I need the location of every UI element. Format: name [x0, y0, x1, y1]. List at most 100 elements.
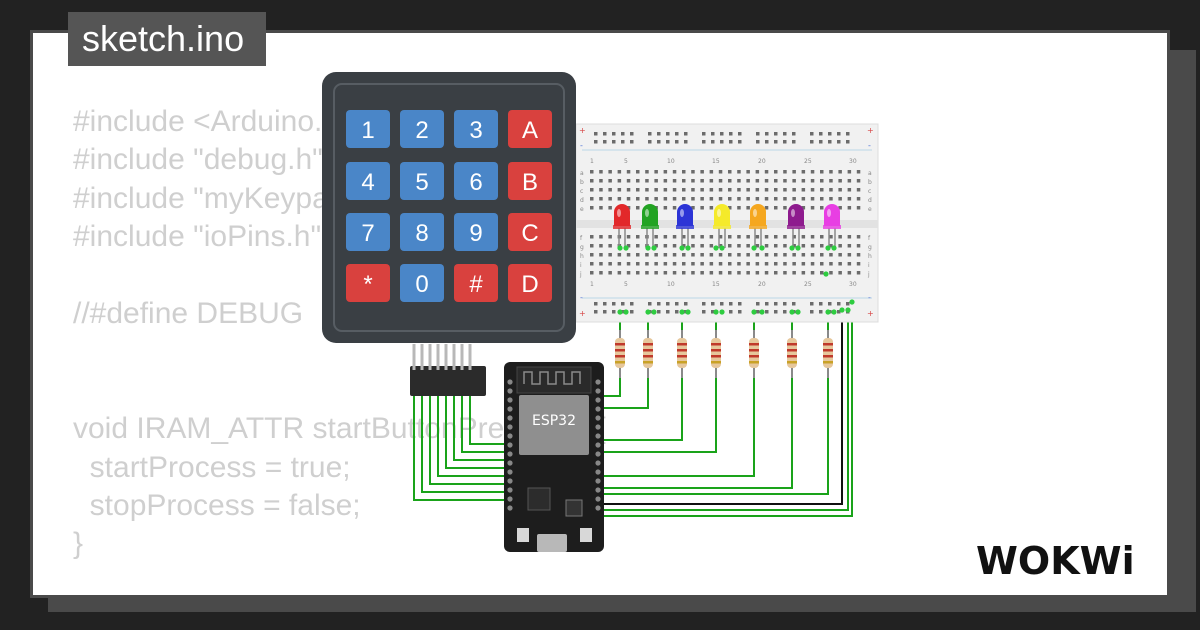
- led: [641, 204, 659, 248]
- wire-endpoint: [679, 309, 685, 315]
- keypad-key[interactable]: A: [508, 110, 552, 148]
- resistor: [615, 330, 625, 378]
- keypad-key[interactable]: 5: [400, 162, 444, 200]
- wire: [600, 380, 829, 495]
- keypad-key[interactable]: *: [346, 264, 390, 302]
- rail-minus-label: -: [580, 141, 583, 150]
- header-pin: [444, 344, 448, 370]
- wokwi-logo: WOKWi: [976, 539, 1135, 583]
- keypad-key[interactable]: 1: [346, 110, 390, 148]
- col-number: 10: [667, 158, 675, 165]
- esp32-board: ESP32: [504, 362, 604, 552]
- wire-endpoint: [751, 309, 757, 315]
- esp32-pin: [595, 487, 601, 493]
- col-number: 1: [590, 281, 594, 288]
- esp32-pin: [595, 451, 601, 457]
- wire: [445, 396, 510, 469]
- wire-endpoints: [617, 245, 855, 315]
- wire-endpoint: [751, 245, 757, 251]
- led: [676, 204, 694, 248]
- keypad-key[interactable]: C: [508, 213, 552, 251]
- breadboard-labels: 1 5 10 15 20 25 30 1 5 10 15 20 25 30 a …: [579, 158, 872, 288]
- header-pin: [428, 344, 432, 370]
- rail-minus-label: -: [868, 293, 871, 302]
- reset-button[interactable]: [580, 528, 592, 542]
- keypad-key[interactable]: B: [508, 162, 552, 200]
- boot-button[interactable]: [517, 528, 529, 542]
- col-number: 10: [667, 281, 675, 288]
- antenna-trace: [523, 371, 581, 385]
- esp32-chip-label: ESP32: [532, 413, 576, 429]
- wire-endpoint: [617, 245, 623, 251]
- rail-minus-label: -: [868, 141, 871, 150]
- row-letter: d: [868, 197, 872, 204]
- code-line: }: [73, 527, 84, 561]
- pin-header-body: [410, 366, 486, 396]
- code-line: #include "ioPins.h": [73, 220, 322, 254]
- col-number: 20: [758, 281, 766, 288]
- wire: [600, 380, 621, 397]
- header-pin: [460, 344, 464, 370]
- row-letter: b: [868, 179, 872, 186]
- code-line: stopProcess = false;: [73, 488, 361, 522]
- keypad-key[interactable]: 0: [400, 264, 444, 302]
- file-tab[interactable]: sketch.ino: [68, 12, 267, 66]
- rail-minus-label: -: [580, 293, 583, 302]
- row-letter: i: [868, 262, 870, 269]
- keypad-key[interactable]: 8: [400, 213, 444, 251]
- wire-endpoint: [825, 309, 831, 315]
- col-number: 1: [590, 158, 594, 165]
- wire-endpoint: [789, 309, 795, 315]
- wire-endpoint: [789, 245, 795, 251]
- esp32-pin: [507, 505, 513, 511]
- keypad-key[interactable]: 7: [346, 213, 390, 251]
- row-letter: a: [868, 170, 872, 177]
- keypad-key-label: 5: [415, 169, 428, 196]
- esp32-pin: [507, 442, 513, 448]
- resistor: [787, 330, 797, 378]
- wire: [413, 396, 510, 501]
- header-pin: [420, 344, 424, 370]
- keypad-key[interactable]: #: [454, 264, 498, 302]
- row-letter: a: [580, 170, 584, 177]
- wire: [600, 380, 793, 489]
- keypad-key[interactable]: 3: [454, 110, 498, 148]
- col-number: 5: [624, 281, 628, 288]
- resistor: [749, 330, 759, 378]
- rail-plus-label: +: [867, 309, 874, 318]
- esp32-pin: [507, 424, 513, 430]
- esp32-pin: [595, 424, 601, 430]
- esp32-pin: [595, 415, 601, 421]
- keypad-key[interactable]: 2: [400, 110, 444, 148]
- wire: [600, 380, 683, 441]
- esp32-pin: [595, 406, 601, 412]
- wire: [600, 380, 649, 409]
- rail-plus-label: +: [867, 126, 874, 135]
- row-letter: d: [580, 197, 584, 204]
- keypad-key-label: 3: [469, 117, 482, 144]
- header-pin: [412, 344, 416, 370]
- wire-endpoint: [713, 245, 719, 251]
- keypad-key-label: A: [522, 117, 538, 144]
- wire-endpoint: [679, 245, 685, 251]
- row-letter: c: [580, 188, 583, 195]
- esp32-pin: [507, 487, 513, 493]
- wire-endpoint: [795, 309, 801, 315]
- wire-endpoint: [651, 309, 657, 315]
- wire-endpoint: [685, 245, 691, 251]
- wire-endpoint: [719, 245, 725, 251]
- keypad-key[interactable]: 9: [454, 213, 498, 251]
- wire: [469, 396, 510, 445]
- esp32-pin: [507, 496, 513, 502]
- keypad-key-label: C: [521, 220, 538, 247]
- voltage-regulator: [527, 487, 551, 511]
- wire: [461, 396, 510, 453]
- header-pins: [412, 344, 472, 370]
- keypad-key-label: 9: [469, 220, 482, 247]
- keypad-key[interactable]: D: [508, 264, 552, 302]
- col-number: 15: [712, 158, 720, 165]
- keypad-key[interactable]: 4: [346, 162, 390, 200]
- keypad-key[interactable]: 6: [454, 162, 498, 200]
